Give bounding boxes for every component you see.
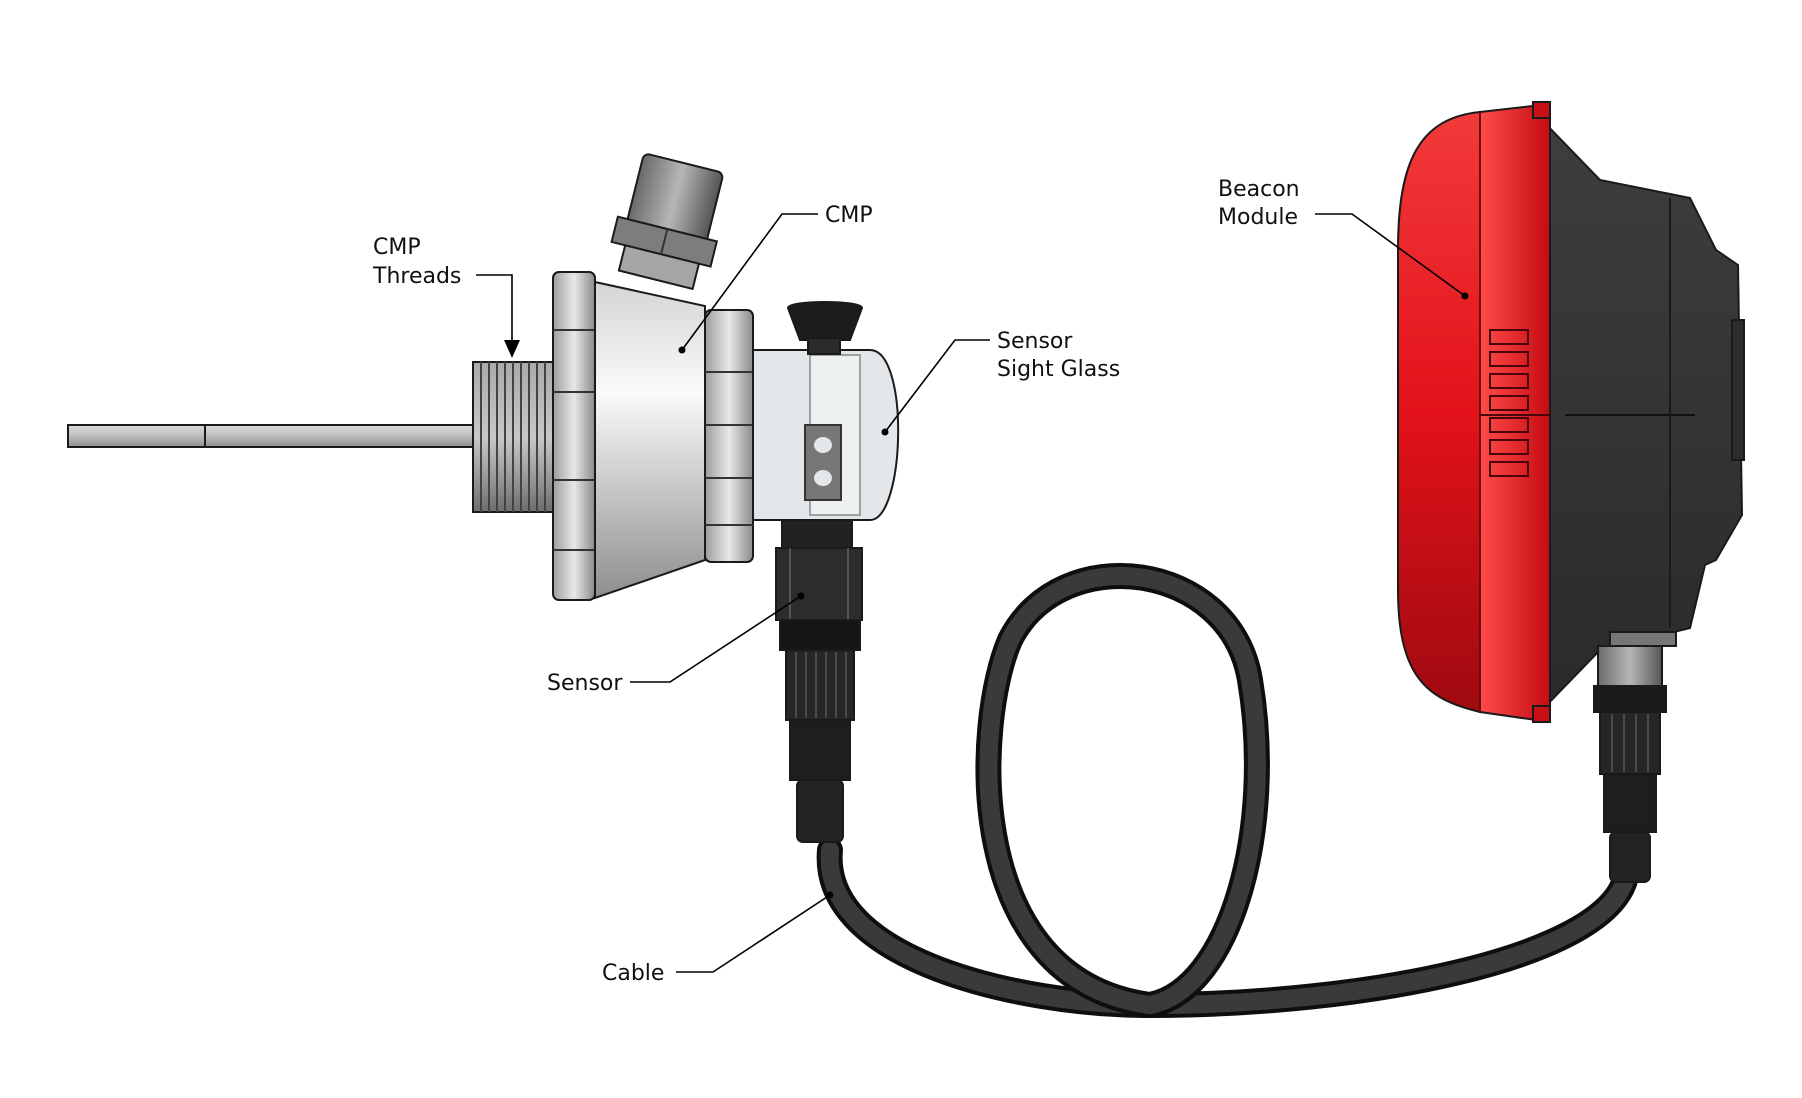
callout-cmp: CMP	[678, 203, 873, 354]
cmp-threads-label-line2: Threads	[372, 264, 461, 289]
sensor-sight-glass-label-line2: Sight Glass	[997, 357, 1120, 382]
callout-sensor-sight-glass: Sensor Sight Glass	[881, 329, 1120, 436]
callout-beacon-module: Beacon Module	[1218, 177, 1469, 300]
cmp-hex-nut	[552, 271, 596, 601]
cmp-small-hex-nut	[704, 309, 754, 563]
beacon-connector	[1593, 631, 1677, 883]
cable-label: Cable	[602, 961, 664, 986]
sensor-label: Sensor	[547, 671, 623, 696]
cmp-threads-label-line1: CMP	[373, 235, 421, 260]
beacon-module	[1397, 101, 1745, 724]
callout-sensor: Sensor	[547, 592, 805, 696]
sensor-sight-glass-label-line1: Sensor	[997, 329, 1073, 354]
beacon-module-label-line1: Beacon	[1218, 177, 1300, 202]
cable	[816, 562, 1638, 1019]
sensor-connector	[775, 519, 863, 843]
cmp-label: CMP	[825, 203, 873, 228]
cmp-threads	[472, 361, 554, 513]
beacon-module-label-line2: Module	[1218, 205, 1298, 230]
callout-cable: Cable	[602, 891, 834, 986]
cmp-angled-fitting	[610, 153, 724, 291]
cmp-body	[594, 280, 706, 600]
probe-rod	[67, 424, 474, 448]
sensor-sight-glass	[752, 301, 900, 521]
callout-cmp-threads: CMP Threads	[372, 235, 520, 358]
